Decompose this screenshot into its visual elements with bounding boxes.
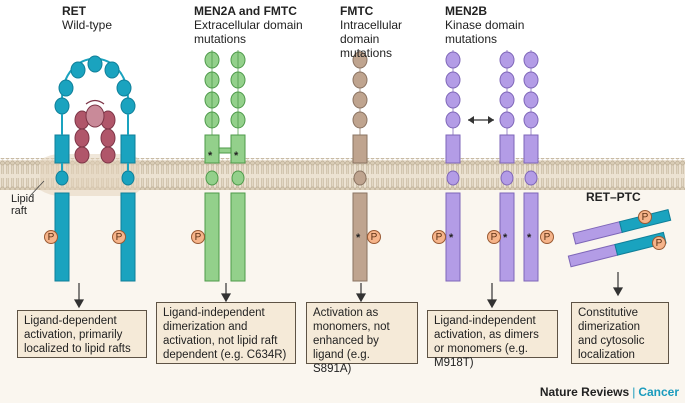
juxtamembrane-domain <box>446 170 460 186</box>
cadherin-domain <box>104 61 120 79</box>
phospho-marker: P <box>44 230 58 244</box>
cysteine-rich-domain <box>499 134 515 164</box>
mutation-asterisk: * <box>527 232 532 244</box>
cadherin-domain <box>120 97 136 115</box>
gfra-coreceptor <box>100 128 116 148</box>
phospho-marker: P <box>367 230 381 244</box>
kinase-domain <box>204 192 220 282</box>
column-title-men2a-name: MEN2A and FMTC <box>194 4 297 18</box>
juxtamembrane-domain <box>121 170 135 186</box>
juxtamembrane-domain <box>205 170 219 186</box>
column-title-fmtc-name: FMTC <box>340 4 374 18</box>
gdnf-ligand <box>85 104 105 128</box>
ret-wildtype-receptor <box>54 55 136 282</box>
phospho-marker: P <box>652 236 666 250</box>
column-title-ret-name: RET <box>62 4 86 18</box>
kinase-domain <box>523 192 539 282</box>
lipid-raft-pointer <box>29 180 45 197</box>
column-title-ret: RET Wild-type <box>62 4 112 32</box>
publisher-name: Nature Reviews <box>539 385 630 399</box>
cadherin-domain <box>523 111 539 129</box>
column-title-fmtc: FMTC Intracellular domain mutations <box>340 4 430 60</box>
cysteine-rich-domain <box>120 134 136 164</box>
cadherin-domain <box>352 51 368 69</box>
outcome-box-ret-ptc: Constitutive dimerization and cytosolic … <box>571 302 669 364</box>
outcome-box-men2b: Ligand-independent activation, as dimers… <box>427 310 558 369</box>
cadherin-domain <box>352 71 368 89</box>
phospho-marker: P <box>487 230 501 244</box>
cadherin-domain <box>70 61 86 79</box>
column-title-men2a: MEN2A and FMTC Extracellular domain muta… <box>194 4 314 46</box>
men2b-receptor <box>445 50 539 282</box>
mutation-asterisk: * <box>503 232 508 244</box>
cadherin-domain <box>523 71 539 89</box>
column-title-men2b-name: MEN2B <box>445 4 488 18</box>
mutation-asterisk: * <box>234 150 239 162</box>
juxtamembrane-domain <box>55 170 69 186</box>
juxtamembrane-domain <box>524 170 538 186</box>
phospho-marker: P <box>540 230 554 244</box>
cysteine-rich-domain <box>523 134 539 164</box>
cadherin-domain <box>445 71 461 89</box>
cadherin-domain <box>352 91 368 109</box>
cadherin-domain <box>87 55 103 73</box>
cadherin-domain <box>523 51 539 69</box>
journal-name: Cancer <box>638 385 679 399</box>
cysteine-rich-domain <box>54 134 70 164</box>
mutation-asterisk: * <box>356 232 361 244</box>
kinase-domain <box>230 192 246 282</box>
mutation-asterisk: * <box>208 150 213 162</box>
cysteine-rich-domain <box>445 134 461 164</box>
cadherin-domain <box>523 91 539 109</box>
cadherin-domain <box>445 91 461 109</box>
column-title-ret-subtitle: Wild-type <box>62 18 113 32</box>
publisher-footer: Nature Reviews|Cancer <box>540 385 679 399</box>
cadherin-domain <box>499 111 515 129</box>
men2a-receptor <box>204 50 246 282</box>
cadherin-domain <box>499 51 515 69</box>
outcome-box-ret: Ligand-dependent activation, primarily l… <box>17 310 147 358</box>
juxtamembrane-domain <box>500 170 514 186</box>
cadherin-domain <box>352 111 368 129</box>
lipid-raft-label: Lipid raft <box>11 193 35 217</box>
column-title-ret-ptc: RET–PTC <box>586 190 641 204</box>
phospho-marker: P <box>432 230 446 244</box>
outcome-box-men2a: Ligand-independent dimerization and acti… <box>156 302 296 364</box>
cadherin-domain <box>54 97 70 115</box>
cadherin-domain <box>116 79 132 97</box>
cadherin-domain <box>499 71 515 89</box>
cysteine-rich-domain <box>352 134 368 164</box>
gfra-coreceptor <box>74 146 90 164</box>
phospho-marker: P <box>191 230 205 244</box>
kinase-domain <box>445 192 461 282</box>
phospho-marker: P <box>112 230 126 244</box>
disulfide-bridge <box>218 147 232 154</box>
column-title-men2b-subtitle: Kinase domain mutations <box>445 18 525 46</box>
column-title-men2b: MEN2B Kinase domain mutations <box>445 4 525 46</box>
cadherin-domain <box>58 79 74 97</box>
column-title-fmtc-subtitle: Intracellular domain mutations <box>340 18 403 60</box>
column-title-men2a-subtitle: Extracellular domain mutations <box>194 18 303 46</box>
mutation-asterisk: * <box>449 232 454 244</box>
phospho-marker: P <box>638 210 652 224</box>
lipid-raft <box>40 154 140 196</box>
juxtamembrane-domain <box>231 170 245 186</box>
fmtc-receptor <box>352 50 368 282</box>
gfra-coreceptor <box>100 146 116 164</box>
outcome-box-fmtc: Activation as monomers, not enhanced by … <box>306 302 418 375</box>
cadherin-domain <box>445 51 461 69</box>
cadherin-domain <box>445 111 461 129</box>
footer-separator: | <box>632 385 636 399</box>
cadherin-domain <box>499 91 515 109</box>
gfra-coreceptor <box>74 128 90 148</box>
outcome-arrows <box>73 272 624 309</box>
juxtamembrane-domain <box>353 170 367 186</box>
cytoplasm-area <box>0 186 685 403</box>
